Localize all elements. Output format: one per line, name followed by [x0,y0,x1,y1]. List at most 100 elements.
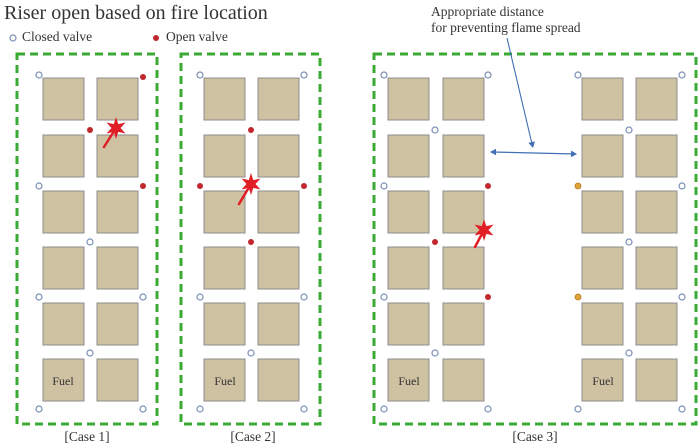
case-2-room [257,190,300,234]
case-3-left-room [387,134,430,178]
open-valve-legend-icon [153,35,159,41]
distance-annotation-line2: for preventing flame spread [431,20,581,35]
case-2-open-valve-icon [248,239,254,245]
case-3-right-room [635,77,678,121]
case-2-closed-valve-icon [196,293,204,301]
closed-valve-legend-label: Closed valve [22,29,93,44]
case-3-right-valve-icon [574,293,582,301]
case-2-room [257,358,300,402]
case-3-right-room [581,358,624,402]
case-2-room [257,302,300,346]
case-1-closed-valve-icon [35,182,43,190]
case-3-left-closed-valve-icon [380,405,388,413]
case-2-open-valve-icon [248,127,254,133]
distance-arrow-left-head [490,148,496,156]
case-3-left-open-valve-icon [432,239,438,245]
case-2-boundary [179,52,322,426]
case-3-flame-icon [474,219,494,241]
case-1-flame-icon [106,117,126,139]
case-3-left-closed-valve-icon [380,293,388,301]
case-3-left-closed-valve-icon [380,182,388,190]
case-1-open-valve-icon [87,127,93,133]
case-1-closed-valve-icon [35,405,43,413]
case-2-room [203,358,246,402]
case-3-right-room [581,302,624,346]
diagram-title: Riser open based on fire location [4,2,268,24]
distance-annotation-line1: Appropriate distance [431,4,544,19]
case-3-right-room [581,190,624,234]
case-3-right-closed-valve-icon [678,71,686,79]
case-3-right-closed-valve-icon [678,293,686,301]
case-3-right-room [581,77,624,121]
case-2-room [203,134,246,178]
case-3-right-room [635,246,678,290]
case-1-closed-valve-icon [139,405,147,413]
case-3-right-closed-valve-icon [678,405,686,413]
case-2-room [203,302,246,346]
case-3-left-room [442,77,485,121]
case-1-room [42,246,85,290]
case-2-open-valve-icon [301,183,307,189]
case-3-right-room [581,246,624,290]
case-2-room [203,190,246,234]
case-2-closed-valve-icon [300,71,308,79]
case-3-right-closed-valve-icon [574,71,582,79]
case-1-room [96,246,139,290]
case-1-room [96,134,139,178]
case-3-left-room [387,358,430,402]
case-3-right-valve-icon [574,182,582,190]
case-1-room [96,302,139,346]
case-2-closed-valve-icon [196,71,204,79]
case-3-left-closed-valve-icon [484,405,492,413]
case-3-left-open-valve-icon [485,294,491,300]
case-3-left-closed-valve-icon [484,71,492,79]
case-2-closed-valve-icon [196,405,204,413]
case-3-left-room [442,246,485,290]
case-2-closed-valve-icon [300,405,308,413]
case-3-label: [Case 3] [512,429,558,444]
case-2-room [257,77,300,121]
case-2-closed-valve-icon [247,349,255,357]
case-1-open-valve-icon [140,74,146,80]
case-1-room [96,358,139,402]
case-2-flame-icon [241,173,261,195]
case-1-room [96,190,139,234]
case-3-right-closed-valve-icon [574,405,582,413]
case-3-right-room [635,358,678,402]
case-3-right-closed-valve-icon [678,182,686,190]
case-3-left-room [442,302,485,346]
case-3-right-closed-valve-icon [625,349,633,357]
case-1-closed-valve-icon [86,349,94,357]
case-3-left-room [442,358,485,402]
distance-arrow [491,151,576,155]
annotation-pointer-arrow [506,37,533,145]
case-3-right-room [635,190,678,234]
case-3-right-room [635,302,678,346]
case-2-open-valve-icon [197,183,203,189]
legend-markers [9,34,159,42]
case-3-right-closed-valve-icon [625,238,633,246]
annotation-pointer-arrow-head [528,141,535,148]
case-3-right-room [581,134,624,178]
case-1-room [42,358,85,402]
case-3-left-fuel-label: Fuel [398,374,420,388]
case-3-left-room [387,190,430,234]
case-3-left-closed-valve-icon [380,71,388,79]
case-3-right-room [635,134,678,178]
distance-annotation: Appropriate distance for preventing flam… [431,4,581,36]
case-1-fuel-label: Fuel [52,374,74,388]
case-2-fuel-label: Fuel [214,374,236,388]
case-2-room [203,246,246,290]
case-3-left-room [387,77,430,121]
case-3-right-fuel-label: Fuel [592,374,614,388]
case-1-closed-valve-icon [35,293,43,301]
case-1-open-valve-icon [140,183,146,189]
case-3-left-room [387,302,430,346]
case-2-label: [Case 2] [230,429,276,444]
case-2-room [257,134,300,178]
case-1-room [42,134,85,178]
case-3-left-room [387,246,430,290]
case-1-room [42,190,85,234]
case-3-left-closed-valve-icon [431,349,439,357]
